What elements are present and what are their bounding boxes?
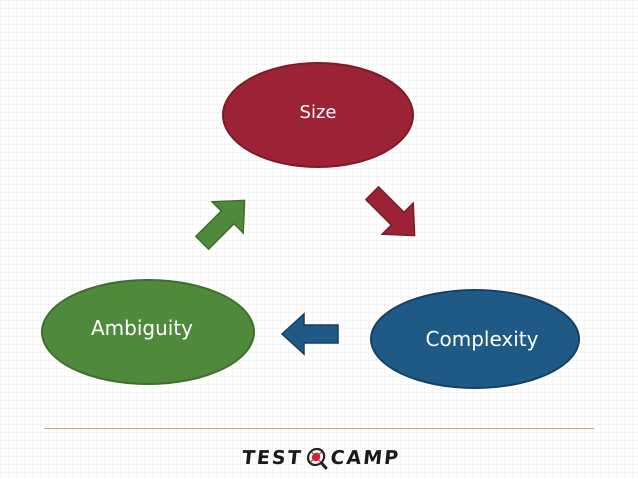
node-size: Size [222, 62, 414, 168]
node-complexity: Complexity [370, 289, 580, 389]
node-ambiguity-label: Ambiguity [91, 316, 194, 340]
logo-text-left: TEST [240, 447, 304, 469]
arrow-complexity-to-ambiguity-icon [280, 312, 339, 356]
arrow-ambiguity-to-size-icon [194, 199, 246, 251]
node-size-label: Size [299, 101, 337, 123]
testcamp-logo: TEST CAMP [235, 444, 408, 472]
arrow-size-to-complexity-icon [364, 185, 416, 237]
logo-text-right: CAMP [329, 447, 402, 469]
arrow-size-to-complexity-shape [364, 185, 416, 237]
node-complexity-label: Complexity [425, 327, 539, 351]
footer-divider [44, 428, 594, 429]
magnifier-bug-icon [306, 447, 328, 470]
arrow-complexity-to-ambiguity-shape [280, 312, 339, 356]
arrow-ambiguity-to-size-shape [194, 199, 246, 251]
node-ambiguity: Ambiguity [41, 279, 255, 385]
